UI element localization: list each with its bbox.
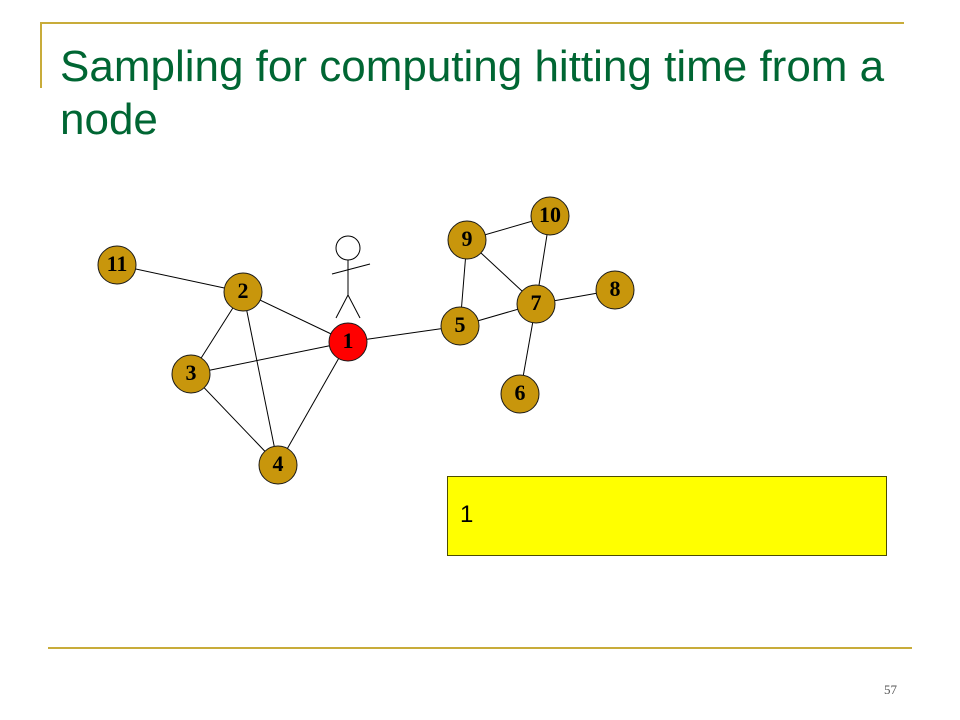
node-circle: [516, 284, 556, 324]
node-circle: [440, 306, 480, 346]
node-label: 6: [515, 380, 526, 405]
stick-figure-left-leg: [335, 294, 349, 319]
node-label: 11: [107, 251, 128, 276]
node-4: 4: [258, 445, 298, 485]
node-label: 5: [455, 312, 466, 337]
walk-sequence-text: 1: [460, 501, 474, 528]
node-label: 9: [462, 226, 473, 251]
node-label: 3: [186, 360, 197, 385]
stick-figure-arms: [331, 263, 371, 275]
node-circle: [530, 196, 570, 236]
node-circle: [258, 445, 298, 485]
node-circle: [447, 220, 487, 260]
left-accent-line: [40, 22, 42, 88]
node-label: 2: [238, 278, 249, 303]
bottom-accent-line: [48, 647, 912, 649]
node-11: 11: [97, 245, 137, 285]
graph-nodes: 1 2 3 4 5 6 7 8 9 10 11: [97, 196, 635, 485]
node-8: 8: [595, 270, 635, 310]
edge-2-4: [242, 291, 279, 466]
node-1: 1: [328, 322, 368, 362]
node-label: 10: [539, 202, 561, 227]
node-10: 10: [530, 196, 570, 236]
edge-3-4: [190, 373, 279, 466]
walk-sequence-box: 1: [447, 476, 887, 556]
node-circle: [595, 270, 635, 310]
node-circle: [171, 354, 211, 394]
node-3: 3: [171, 354, 211, 394]
node-6: 6: [500, 374, 540, 414]
node-2: 2: [223, 272, 263, 312]
page-number: 57: [884, 682, 897, 697]
node-label: 4: [273, 451, 284, 476]
node-circle: [97, 245, 137, 285]
node-label: 1: [343, 328, 354, 353]
node-5: 5: [440, 306, 480, 346]
edge-11-2: [116, 264, 244, 293]
top-accent-line: [40, 22, 904, 24]
stick-figure-head: [335, 235, 361, 261]
node-circle: [328, 322, 368, 362]
node-label: 7: [531, 290, 542, 315]
node-9: 9: [447, 220, 487, 260]
stick-figure-icon: [331, 235, 371, 319]
slide-title: Sampling for computing hitting time from…: [60, 42, 885, 144]
edge-4-1: [277, 341, 349, 466]
stick-figure-right-leg: [347, 294, 361, 319]
edge-3-1: [190, 341, 349, 375]
node-circle: [223, 272, 263, 312]
node-label: 8: [610, 276, 621, 301]
node-7: 7: [516, 284, 556, 324]
node-circle: [500, 374, 540, 414]
